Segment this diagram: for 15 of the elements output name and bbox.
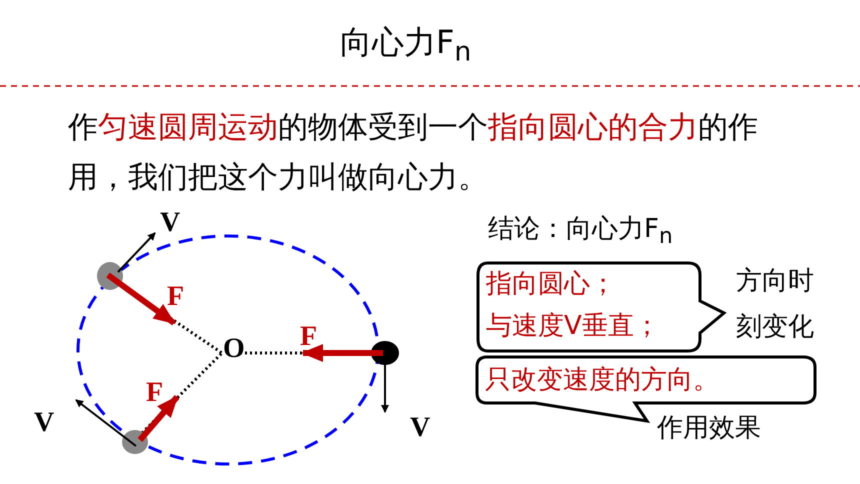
force-label: F (146, 378, 164, 408)
conclusion-text: 结论：向心力F$_{n}$ (488, 213, 673, 252)
velocity-label: V (160, 208, 180, 238)
center-label: O (223, 334, 245, 364)
bubble-text: 指向圆心；与速度V垂直； (486, 268, 661, 343)
force-label: F (167, 282, 184, 312)
paragraph: 作匀速圆周运动的物体受到一个指向圆心的合力的作用，我们把这个力叫做向心力。 (68, 109, 759, 197)
force-label: F (300, 322, 318, 352)
bubble-text: 只改变速度的方向。 (485, 364, 720, 397)
note-text: 作用效果 (657, 412, 762, 445)
note-text: 方向时刻变化 (736, 265, 815, 344)
speech-bubble (476, 261, 728, 353)
velocity-label: V (410, 413, 430, 443)
title: 向心力F$_{n}$ (340, 22, 472, 70)
velocity-label: V (34, 408, 54, 438)
